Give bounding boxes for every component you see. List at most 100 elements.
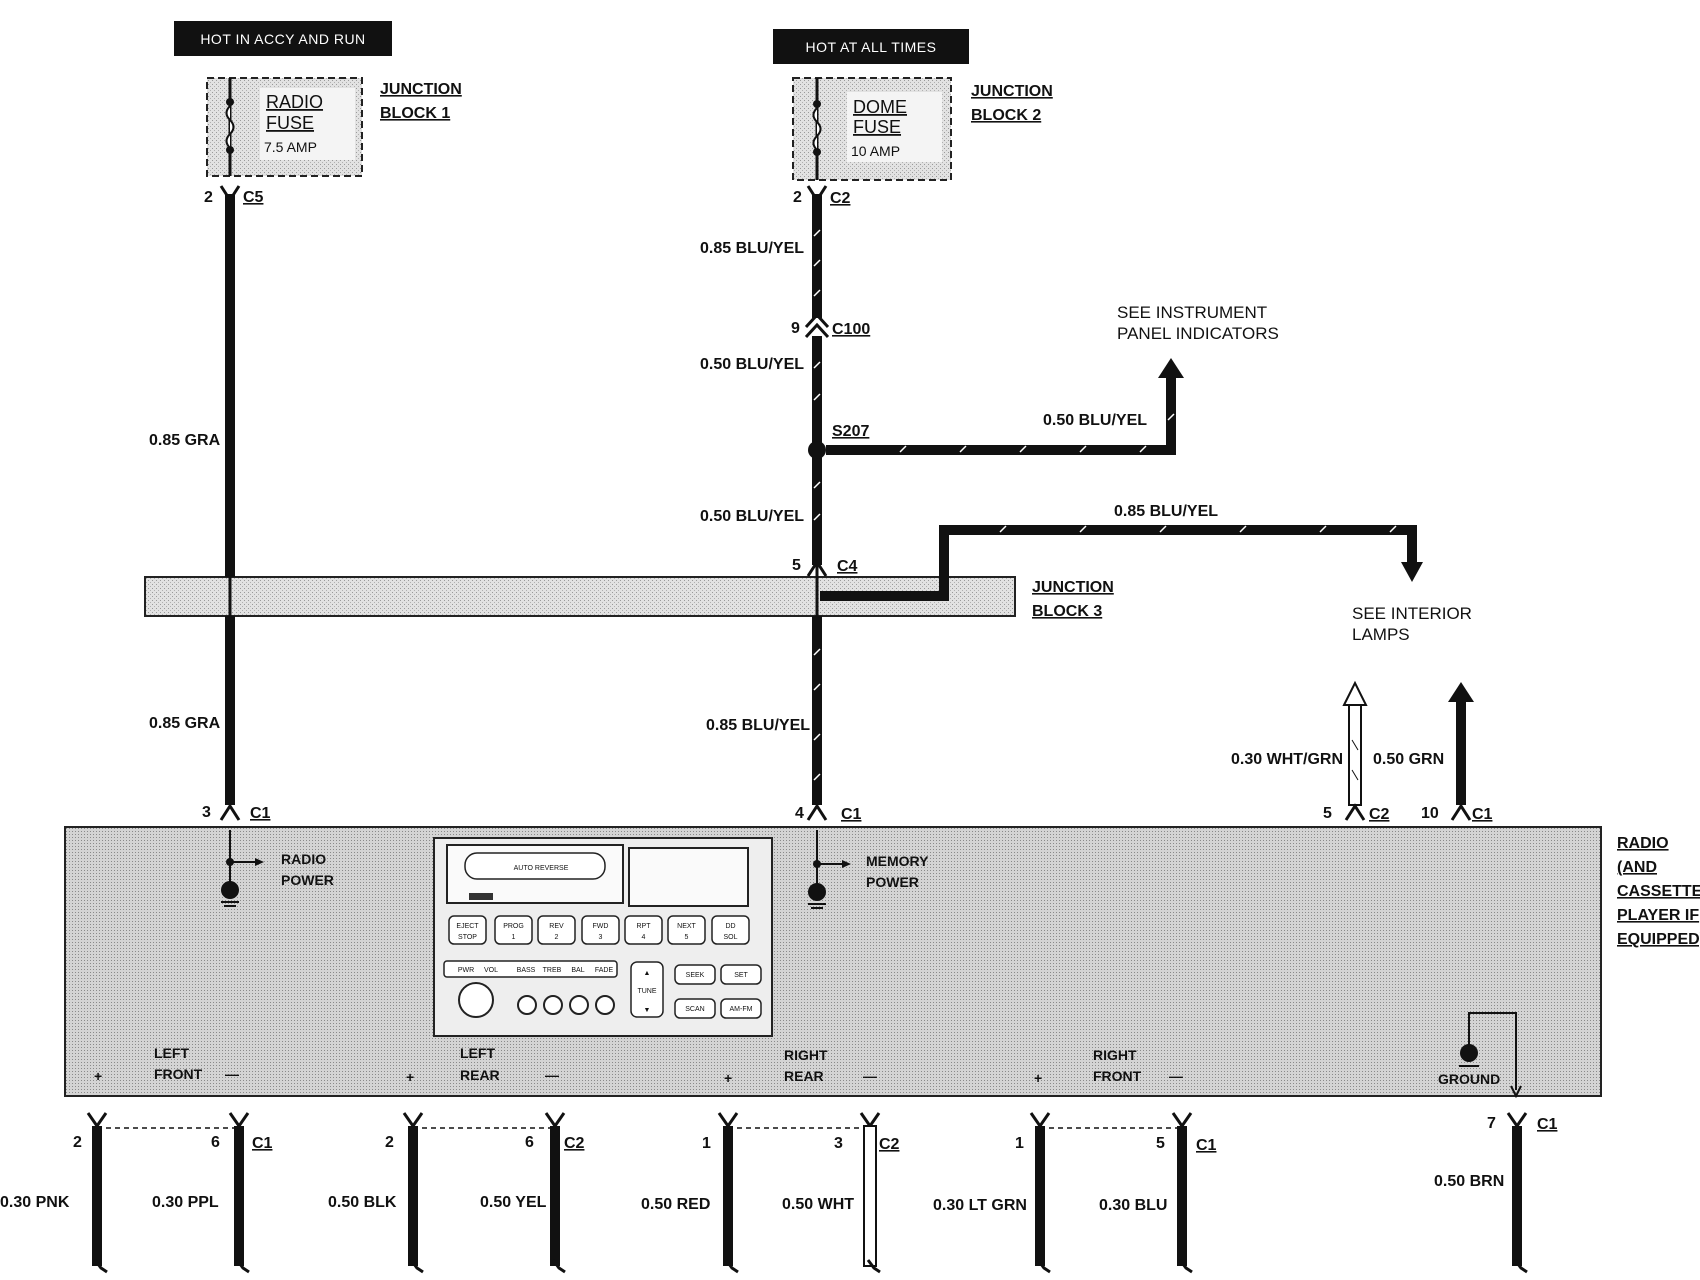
- ground-label: GROUND: [1438, 1071, 1500, 1087]
- dome-fuse-line2: FUSE: [853, 117, 901, 137]
- lf-label-1: LEFT: [154, 1045, 189, 1061]
- fuse-element-icon: [225, 105, 235, 149]
- volume-knob: [458, 982, 494, 1018]
- output-wire: [544, 1112, 566, 1274]
- wire-label-wht-grn: 0.30 WHT/GRN: [1231, 751, 1343, 768]
- header-hot-accy-run-text: HOT IN ACCY AND RUN: [200, 31, 365, 47]
- radio-power-line1: RADIO: [281, 851, 326, 867]
- rr-conn: C2: [879, 1136, 900, 1153]
- radio-power-internal: [221, 830, 264, 907]
- scan-label: SCAN: [685, 1006, 704, 1013]
- c4-pin: 5: [792, 557, 801, 574]
- balance-knob: [569, 995, 589, 1015]
- radio-label-line3: CASSETTE: [1617, 883, 1700, 900]
- radio-faceplate: AUTO REVERSE EJECTSTOPPROG1REV2FWD3RPT4N…: [433, 837, 773, 1037]
- scan-button: [674, 998, 716, 1019]
- header-hot-all-times-text: HOT AT ALL TIMES: [806, 39, 937, 55]
- output-wire: [228, 1112, 250, 1274]
- fuse-terminal: [813, 100, 821, 108]
- rr-wire-pos: 0.50 RED: [641, 1196, 710, 1213]
- wire-gra: [219, 185, 241, 821]
- dome-fuse-rating: 10 AMP: [851, 143, 900, 159]
- preset-button-label: EJECT: [456, 923, 479, 930]
- ref-instrument-line1: SEE INSTRUMENT: [1117, 303, 1267, 322]
- wire-label-bluyel-4: 0.85 BLU/YEL: [706, 717, 810, 734]
- rr-minus: —: [863, 1068, 877, 1084]
- fade-knob: [595, 995, 615, 1015]
- rr-label-1: RIGHT: [784, 1047, 828, 1063]
- jb2-label-line1: JUNCTION: [971, 83, 1053, 100]
- radio-c1-power-name: C1: [250, 805, 271, 822]
- radio-fuse-line2: FUSE: [266, 113, 314, 133]
- preset-button-label: PROG: [503, 923, 524, 930]
- lf-pin-neg: 6: [211, 1134, 220, 1151]
- preset-button-label: RPT: [637, 923, 652, 930]
- knob-label: BASS: [517, 967, 536, 974]
- auto-reverse-label: AUTO REVERSE: [514, 865, 569, 872]
- radio-display: [628, 847, 749, 907]
- wire-label-bluyel-interior: 0.85 BLU/YEL: [1114, 503, 1218, 520]
- radio-label-line5: EQUIPPED): [1617, 931, 1700, 948]
- preset-button: [624, 915, 663, 945]
- jb3-label-line2: BLOCK 3: [1032, 603, 1102, 620]
- output-wire: [86, 1112, 108, 1274]
- ground-icon: [808, 883, 826, 901]
- rf-pin-pos: 1: [1015, 1135, 1024, 1152]
- lr-wire-neg: 0.50 YEL: [480, 1194, 547, 1211]
- preset-button: [711, 915, 750, 945]
- knob-label-strip: [443, 960, 618, 978]
- wire-label-bluyel-2: 0.50 BLU/YEL: [700, 356, 804, 373]
- rf-pin-neg: 5: [1156, 1135, 1165, 1152]
- wire-branch-instrument: [826, 358, 1184, 455]
- rr-plus: +: [724, 1070, 732, 1086]
- lr-pin-pos: 2: [385, 1134, 394, 1151]
- preset-button-number: 5: [685, 934, 689, 941]
- gnd-pin: 7: [1487, 1115, 1496, 1132]
- knob-label: BAL: [571, 967, 584, 974]
- speaker-output-wires: [86, 1112, 1528, 1274]
- wire-label-gra-lower: 0.85 GRA: [149, 715, 221, 732]
- tune-up-icon: ▲: [644, 970, 651, 977]
- c2-dome-name: C2: [830, 190, 851, 207]
- output-lf: 2 6 C1 0.30 PNK 0.30 PPL: [0, 1134, 273, 1211]
- seek-label: SEEK: [686, 972, 705, 979]
- wire-label-bluyel-s207: 0.50 BLU/YEL: [1043, 412, 1147, 429]
- radio-unit-label: RADIO (AND CASSETTE PLAYER IF EQUIPPED): [1617, 835, 1700, 948]
- radio-c1-memory-pin: 4: [795, 805, 804, 822]
- gnd-wire: 0.50 BRN: [1434, 1173, 1504, 1190]
- preset-button: [667, 915, 706, 945]
- c100-name: C100: [832, 321, 870, 338]
- arrow-right-icon: [255, 858, 264, 866]
- seek-button: [674, 964, 716, 985]
- lf-wire-pos: 0.30 PNK: [0, 1194, 70, 1211]
- jb3-label-line1: JUNCTION: [1032, 579, 1114, 596]
- radio-c2-whtgrn-pin: 5: [1323, 805, 1332, 822]
- radio-label-line1: RADIO: [1617, 835, 1669, 852]
- preset-button-number: 3: [599, 934, 603, 941]
- rf-plus: +: [1034, 1070, 1042, 1086]
- splice-s207: [808, 441, 826, 459]
- knob-label: PWR: [458, 967, 474, 974]
- ref-instrument-line2: PANEL INDICATORS: [1117, 324, 1279, 343]
- preset-button: [537, 915, 576, 945]
- rf-minus: —: [1169, 1068, 1183, 1084]
- rr-pin-neg: 3: [834, 1135, 843, 1152]
- dome-fuse-line1: DOME: [853, 97, 907, 117]
- s207-name: S207: [832, 423, 869, 440]
- radio-c1-grn-name: C1: [1472, 806, 1493, 823]
- jb1-label-line1: JUNCTION: [380, 81, 462, 98]
- wire-label-bluyel-3: 0.50 BLU/YEL: [700, 508, 804, 525]
- lr-plus: +: [406, 1069, 414, 1085]
- radio-c1-power-pin: 3: [202, 804, 211, 821]
- lf-plus: +: [94, 1068, 102, 1084]
- radio-c1-memory-name: C1: [841, 806, 862, 823]
- output-lr: 2 6 C2 0.50 BLK 0.50 YEL: [328, 1134, 585, 1211]
- lf-minus: —: [225, 1066, 239, 1082]
- knob-label: FADE: [595, 967, 614, 974]
- rf-wire-pos: 0.30 LT GRN: [933, 1197, 1027, 1214]
- fuse-terminal: [226, 146, 234, 154]
- radio-fuse-box: RADIO FUSE 7.5 AMP: [206, 77, 363, 177]
- lr-wire-pos: 0.50 BLK: [328, 1194, 397, 1211]
